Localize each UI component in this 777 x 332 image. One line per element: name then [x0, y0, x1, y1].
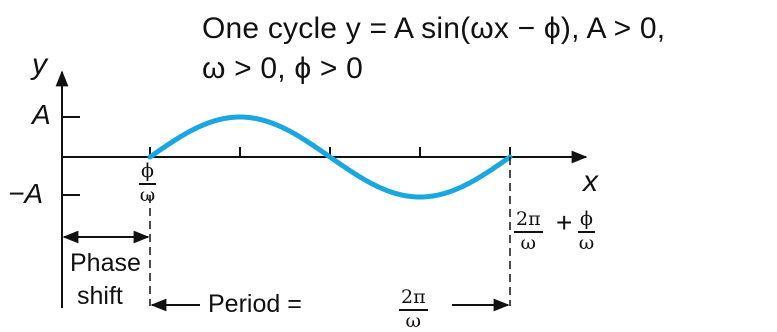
- y-label-negA: −A: [8, 178, 44, 209]
- equation-title-line-2: ω > 0, ϕ > 0: [202, 52, 364, 85]
- phase-shift-line-2: shift: [77, 282, 123, 310]
- end-fraction-1-den: ω: [520, 232, 537, 254]
- period-fraction-den: ω: [405, 310, 422, 332]
- start-fraction-num: ϕ: [139, 162, 156, 185]
- end-plus-sign: +: [556, 207, 573, 238]
- y-label-A: A: [32, 99, 51, 130]
- equation-title-line-1: One cycle y = A sin(ωx − ϕ), A > 0,: [202, 12, 666, 45]
- y-axis-label: y: [32, 48, 47, 81]
- start-fraction-den: ω: [139, 184, 156, 206]
- x-axis-label: x: [583, 165, 598, 198]
- phase-shift-line-1: Phase: [70, 249, 141, 277]
- start-fraction-label: ϕ ω: [139, 162, 156, 205]
- end-fraction-1-num: 2π: [514, 210, 543, 233]
- end-fraction-2-num: ϕ: [578, 210, 595, 233]
- end-fraction-1: 2π ω: [514, 210, 543, 253]
- period-label: Period =: [208, 290, 302, 318]
- end-fraction-2-den: ω: [578, 232, 595, 254]
- sine-curve: [147, 114, 513, 200]
- end-fraction-2: ϕ ω: [578, 210, 595, 253]
- period-fraction: 2π ω: [399, 288, 428, 331]
- period-fraction-num: 2π: [399, 288, 428, 311]
